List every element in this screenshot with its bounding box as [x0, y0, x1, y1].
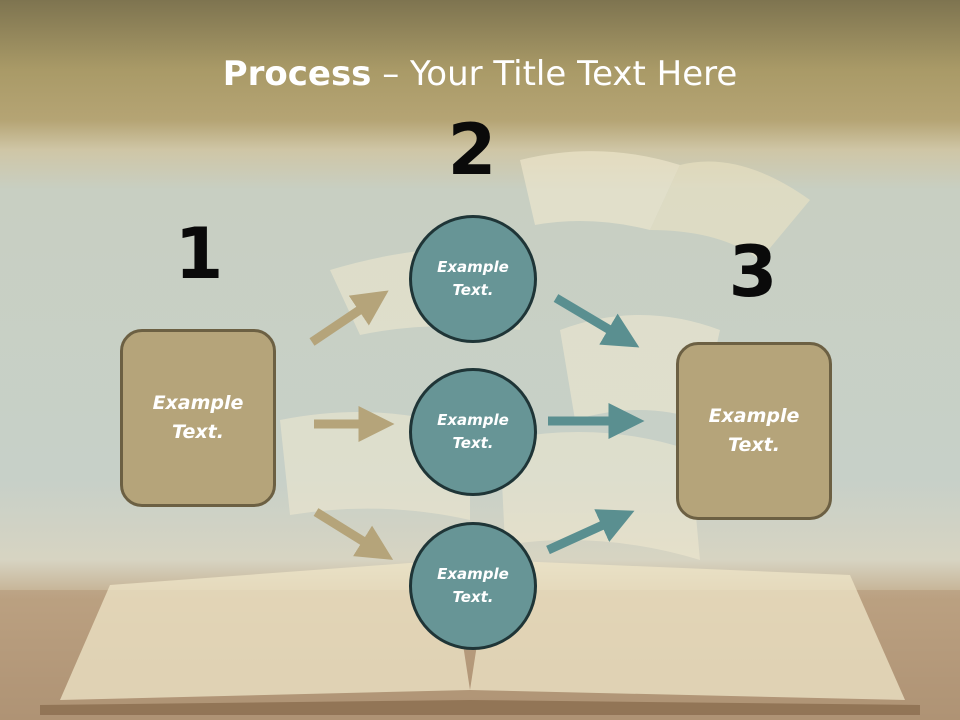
book-right-page [470, 560, 905, 700]
flying-page [500, 432, 700, 560]
step-3-box-label: Example Text. [708, 405, 800, 456]
step-number-2: 2 [447, 109, 497, 191]
circle-middle-label: Example Text. [437, 411, 509, 452]
book-cover-edge [40, 700, 920, 715]
step-1-box-label: Example Text. [152, 392, 244, 443]
flying-page [650, 161, 810, 260]
circle-top-label: Example Text. [437, 258, 509, 299]
step-1-box: Example Text. [120, 329, 276, 507]
book-left-page [60, 560, 470, 700]
arrow-to-bottom-circle [313, 508, 394, 560]
step-2-circle-top: Example Text. [409, 215, 537, 343]
step-3-box: Example Text. [676, 342, 832, 520]
circle-bottom-label: Example Text. [437, 565, 509, 606]
flying-page [520, 151, 680, 230]
slide-title-rest: – Your Title Text Here [371, 54, 738, 94]
arrow-top-circle-to-box [553, 294, 640, 348]
arrow-bottom-circle-to-box [546, 509, 635, 555]
step-2-circle-middle: Example Text. [409, 368, 537, 496]
step-number-1: 1 [174, 213, 224, 295]
slide-title-bold: Process [222, 54, 372, 94]
slide-title: Process – Your Title Text Here [0, 52, 960, 96]
arrow-to-top-circle [309, 290, 389, 346]
step-number-3: 3 [728, 231, 778, 313]
step-2-circle-bottom: Example Text. [409, 522, 537, 650]
